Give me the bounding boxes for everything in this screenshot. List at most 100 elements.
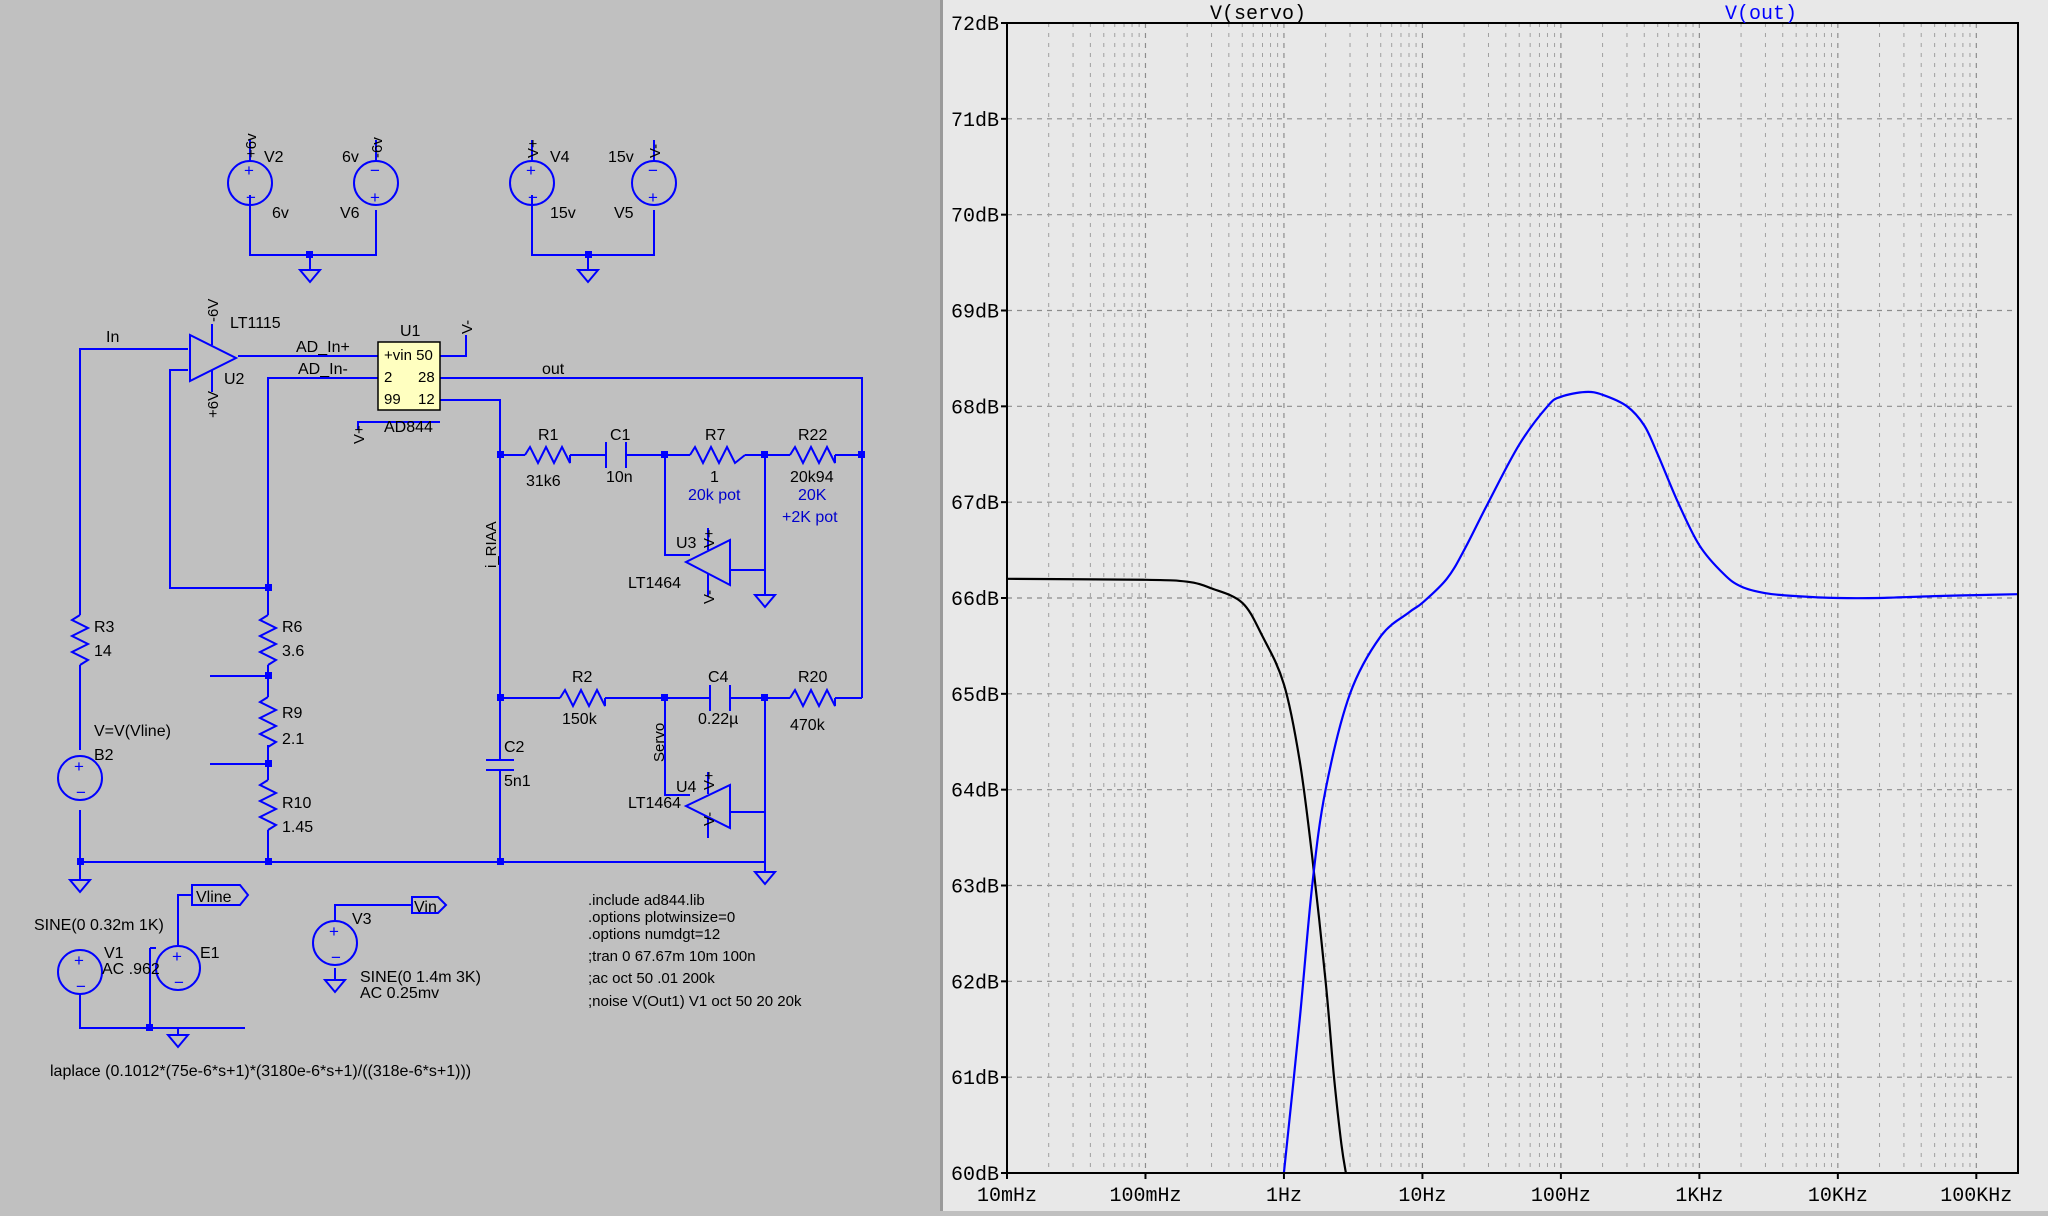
y-tick-label: 64dB — [951, 781, 999, 804]
svg-text:−: − — [76, 977, 86, 996]
r6-value: 3.6 — [282, 643, 304, 660]
u4-vneg: V- — [701, 812, 718, 826]
plot-background — [943, 0, 2048, 1211]
svg-text:−: − — [528, 188, 538, 207]
c1-symbol — [605, 442, 627, 468]
e1-name: E1 — [200, 945, 220, 962]
r6-symbol — [257, 614, 279, 666]
u4-vpos: V+ — [701, 771, 718, 790]
u2-part: LT1115 — [230, 315, 281, 332]
series-line-vout[interactable] — [1282, 390, 2019, 1174]
u2-triangle — [189, 333, 239, 383]
x-tick-label: 1Hz — [1266, 1185, 1302, 1208]
schematic-wires — [79, 195, 863, 1035]
svg-text:−: − — [648, 161, 658, 180]
u1-pin-28: 28 — [418, 369, 435, 386]
schematic-labels: V2 6v V6 6v V4 15v V5 15v LT1115 U2 U1 A… — [34, 149, 834, 1080]
y-tick-label: 62dB — [951, 972, 999, 995]
y-tick-label: 72dB — [951, 14, 999, 37]
u4-triangle — [683, 783, 731, 830]
svg-text:+: + — [244, 161, 254, 180]
v6-value: 6v — [342, 149, 359, 166]
v1-sine: SINE(0 0.32m 1K) — [34, 917, 164, 934]
y-tick-label: 67dB — [951, 493, 999, 516]
net-servo: Servo — [651, 723, 668, 762]
x-tick-label: 10mHz — [977, 1185, 1037, 1208]
r22-symbol — [789, 444, 836, 466]
net-i-riaa: i_RIAA — [483, 521, 500, 568]
y-tick-label: 70dB — [951, 206, 999, 229]
r20-value: 470k — [790, 717, 826, 734]
schematic-canvas[interactable]: +− −+ +− −+ +− +− +− +− — [0, 0, 943, 1211]
spice-directives[interactable]: .include ad844.lib .options plotwinsize=… — [588, 892, 802, 1010]
b2-expr: V=V(Vline) — [94, 723, 171, 740]
u1-part: AD844 — [384, 419, 433, 436]
pot-notes: 20k pot 20K +2K pot — [688, 487, 838, 526]
r1-name: R1 — [538, 427, 559, 444]
r2-value: 150k — [562, 711, 598, 728]
rotated-labels: +6v -6v V+ V- -6V +6V V- V+ i_RIAA Servo… — [205, 133, 718, 826]
u3-vneg: V- — [701, 590, 718, 604]
u3-name: U3 — [676, 535, 697, 552]
r7-symbol — [689, 444, 746, 466]
r3-symbol — [69, 614, 91, 666]
voltage-sources — [57, 140, 677, 995]
directive-line: ;ac oct 50 .01 200k — [588, 970, 715, 987]
v6-name: V6 — [340, 205, 360, 222]
schematic-pane[interactable]: +− −+ +− −+ +− +− +− +− — [0, 0, 943, 1211]
u1-pin-2: 2 — [384, 369, 392, 386]
u3-part: LT1464 — [628, 575, 681, 592]
directive-line: .options numdgt=12 — [588, 926, 720, 943]
net-out: out — [542, 361, 565, 378]
junction-dots — [77, 251, 865, 1031]
r7-value: 1 — [710, 469, 719, 486]
u3-vpos: V+ — [701, 529, 718, 548]
directive-line: ;tran 0 67.67m 10m 100n — [588, 948, 756, 965]
r6-name: R6 — [282, 619, 303, 636]
trace-label-servo[interactable]: V(servo) — [1210, 3, 1306, 26]
r7-note: 20k pot — [688, 487, 741, 504]
svg-text:+: + — [648, 188, 658, 207]
svg-text:+: + — [370, 188, 380, 207]
r10-symbol — [257, 779, 279, 831]
capacitors — [486, 442, 731, 780]
u4-name: U4 — [676, 779, 697, 796]
b2-name: B2 — [94, 747, 114, 764]
ic-u1-box[interactable] — [377, 341, 441, 411]
c2-symbol — [486, 759, 514, 771]
bode-plot[interactable]: 60dB61dB62dB63dB64dB65dB66dB67dB68dB69dB… — [943, 0, 2048, 1211]
v5-name: V5 — [614, 205, 634, 222]
v5-value: 15v — [608, 149, 634, 166]
r2-symbol — [559, 687, 606, 709]
directive-line: .options plotwinsize=0 — [588, 909, 735, 926]
svg-text:+: + — [329, 922, 339, 941]
net-ad-in-minus: AD_In- — [298, 361, 348, 378]
svg-text:+: + — [172, 947, 182, 966]
r3-name: R3 — [94, 619, 115, 636]
svg-text:+: + — [74, 951, 84, 970]
svg-text:−: − — [370, 161, 380, 180]
x-tick-label: 10Hz — [1398, 1185, 1446, 1208]
y-tick-label: 65dB — [951, 685, 999, 708]
u2-pos-supply: +6V — [205, 391, 222, 418]
series-line-vservo[interactable] — [1006, 577, 1347, 1174]
trace-label-out[interactable]: V(out) — [1725, 3, 1797, 26]
u1-supply-bottom: V+ — [351, 425, 368, 444]
v2-polarity-label: +6v — [243, 133, 260, 158]
r3-value: 14 — [94, 643, 112, 660]
y-tick-label: 60dB — [951, 1164, 999, 1187]
v4-value: 15v — [550, 205, 576, 222]
v5-polarity-label: V- — [647, 144, 664, 158]
v3-sine: SINE(0 1.4m 3K) — [360, 969, 481, 986]
u4-part: LT1464 — [628, 795, 681, 812]
y-axis: 60dB61dB62dB63dB64dB65dB66dB67dB68dB69dB… — [951, 14, 1007, 1187]
directive-line: .include ad844.lib — [588, 892, 705, 909]
r10-name: R10 — [282, 795, 311, 812]
u1-supply-top: V- — [459, 320, 476, 334]
c1-value: 10n — [606, 469, 633, 486]
pane-divider[interactable] — [940, 0, 944, 1211]
c4-value: 0.22µ — [698, 711, 738, 728]
r22-value: 20k94 — [790, 469, 834, 486]
